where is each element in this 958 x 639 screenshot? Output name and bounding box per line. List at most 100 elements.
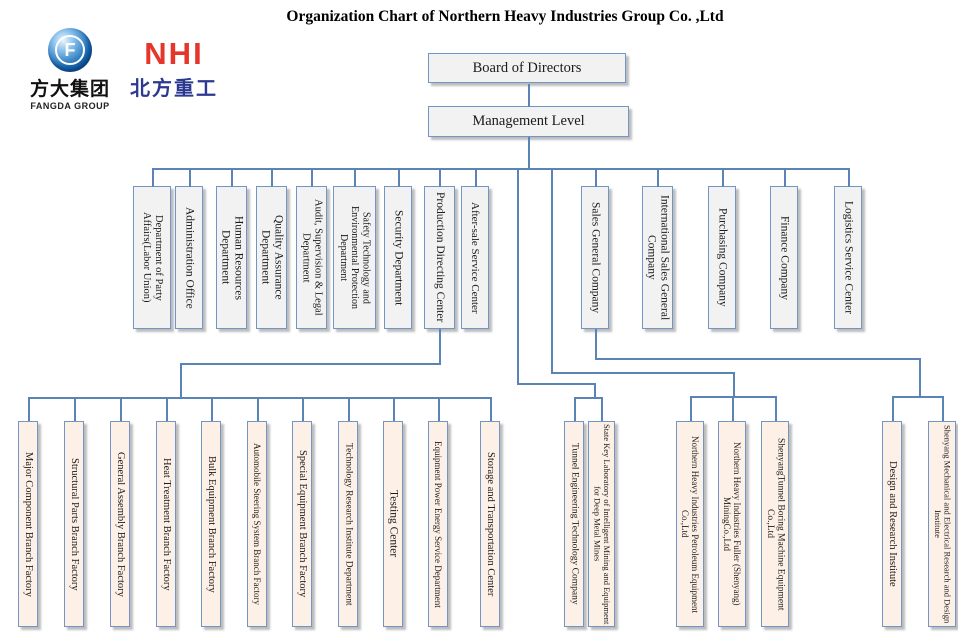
dept-label: International Sales General Company xyxy=(645,194,671,321)
connector-line xyxy=(892,396,894,421)
subunit-box-technology-research: Technology Research Institute Department xyxy=(338,421,358,627)
connector-line xyxy=(180,363,441,365)
connector-line xyxy=(152,168,849,170)
subunit-label: ShenyangTunnel Boring Machine Equipment … xyxy=(765,437,786,611)
connector-line xyxy=(28,397,491,399)
subunit-label: Northern Heavy Industries Petroleum Equi… xyxy=(680,435,701,613)
subunit-box-testing-center: Testing Center xyxy=(383,421,403,627)
connector-line xyxy=(775,396,777,421)
dept-label: Production Directing Center xyxy=(433,192,446,323)
subunit-label: Storage and Transportation Center xyxy=(484,451,496,597)
nhi-abbr-text: NHI xyxy=(144,36,204,71)
dept-box-production-directing: Production Directing Center xyxy=(424,186,455,329)
connector-line xyxy=(311,168,313,187)
dept-label: Department of Party Affairs(Labor Union) xyxy=(141,212,164,303)
subunit-label: State Key Laboratory of Intelligent Mini… xyxy=(592,423,613,625)
fangda-cn-text: 方大集团 xyxy=(29,78,110,100)
subunit-label: Structural Parts Branch Factory xyxy=(68,457,80,591)
subunit-box-heat-treatment: Heat Treatment Branch Factory xyxy=(156,421,176,627)
connector-line xyxy=(475,168,477,187)
connector-line xyxy=(231,168,233,187)
subunit-label: General Assembly Branch Factory xyxy=(114,451,126,597)
subunit-box-state-key-laboratory: State Key Laboratory of Intelligent Mini… xyxy=(588,421,615,627)
subunit-label: Special Equipment Branch Factory xyxy=(296,450,308,598)
connector-line xyxy=(690,396,692,421)
nhi-cn-text: 北方重工 xyxy=(130,76,218,100)
connector-line xyxy=(574,397,576,421)
dept-label: Safety Technology and Environmental Prot… xyxy=(337,205,372,310)
dept-box-sales-general: Sales General Company xyxy=(581,186,609,329)
connector-line xyxy=(398,168,400,187)
dept-box-finance: Finance Company xyxy=(770,186,798,329)
connector-line xyxy=(733,372,735,397)
connector-line xyxy=(892,396,943,398)
subunit-box-general-assembly: General Assembly Branch Factory xyxy=(110,421,130,627)
dept-label: After-sale Service Center xyxy=(469,201,482,314)
subunit-box-structural-parts: Structural Parts Branch Factory xyxy=(64,421,84,627)
dept-label: Administration Office xyxy=(183,206,196,309)
board-of-directors-label: Board of Directors xyxy=(472,59,582,76)
dept-box-audit-supervision-legal: Audit, Supervision & Legal Department xyxy=(296,186,327,329)
connector-line xyxy=(942,396,944,421)
dept-label: Sales General Company xyxy=(589,201,602,314)
subunit-label: Heat Treatment Branch Factory xyxy=(160,457,172,591)
subunit-box-automobile-steering: Automobile Steering System Branch Factor… xyxy=(247,421,267,627)
dept-box-human-resources: Human Resources Department xyxy=(216,186,247,329)
connector-line xyxy=(152,168,154,187)
subunit-label: Northern Heavy Industries Fuller (Shenya… xyxy=(722,442,743,606)
management-level-box: Management Level xyxy=(428,106,629,137)
connector-line xyxy=(784,168,786,187)
subunit-box-special-equipment: Special Equipment Branch Factory xyxy=(292,421,312,627)
fangda-ring-icon: F xyxy=(55,35,85,65)
subunit-label: Equipment Power Energy Service Departmen… xyxy=(433,440,444,608)
dept-box-logistics-service: Logistics Service Center xyxy=(834,186,862,329)
dept-box-after-sale-service: After-sale Service Center xyxy=(461,186,489,329)
dept-box-security: Security Department xyxy=(384,186,412,329)
dept-label: Finance Company xyxy=(778,215,791,300)
connector-line xyxy=(74,397,76,421)
connector-line xyxy=(257,397,259,421)
dept-box-administration-office: Administration Office xyxy=(175,186,203,329)
connector-line xyxy=(393,397,395,421)
subunit-label: Design and Research Institute xyxy=(886,461,898,587)
connector-line xyxy=(438,397,440,421)
subunit-label: Testing Center xyxy=(387,490,400,558)
dept-label: Logistics Service Center xyxy=(842,200,855,315)
subunit-box-fuller-mining: Northern Heavy Industries Fuller (Shenya… xyxy=(718,421,746,627)
subunit-box-petroleum-equipment: Northern Heavy Industries Petroleum Equi… xyxy=(676,421,704,627)
subunit-box-major-component: Major Component Branch Factory xyxy=(18,421,38,627)
dept-box-international-sales: International Sales General Company xyxy=(642,186,673,329)
subunit-label: Tunnel Engineering Technology Company xyxy=(569,443,580,605)
connector-line xyxy=(439,168,441,187)
dept-label: Quality Assurance Department xyxy=(259,215,285,300)
subunit-label: Technology Research Institute Department xyxy=(343,442,354,606)
connector-line xyxy=(517,168,519,384)
connector-line xyxy=(919,358,921,397)
fangda-en-text: FANGDA GROUP xyxy=(30,101,110,111)
connector-line xyxy=(657,168,659,187)
connector-line xyxy=(528,137,530,169)
dept-label: Audit, Supervision & Legal Department xyxy=(300,199,324,316)
dept-label: Human Resources Department xyxy=(219,215,245,300)
dept-box-party-affairs: Department of Party Affairs(Labor Union) xyxy=(133,186,171,329)
connector-line xyxy=(848,168,850,187)
connector-line xyxy=(354,168,356,187)
subunit-box-mechanical-electrical-research: Shenyang Mechanical and Electrical Resea… xyxy=(928,421,956,627)
connector-line xyxy=(551,168,553,373)
connector-line xyxy=(722,168,724,187)
subunit-box-storage-transportation: Storage and Transportation Center xyxy=(480,421,500,627)
dept-box-purchasing: Purchasing Company xyxy=(708,186,736,329)
subunit-label: Shenyang Mechanical and Electrical Resea… xyxy=(933,424,953,624)
connector-line xyxy=(302,397,304,421)
connector-line xyxy=(595,358,920,360)
connector-line xyxy=(594,383,596,398)
connector-line xyxy=(601,397,603,421)
subunit-label: Automobile Steering System Branch Factor… xyxy=(252,443,263,605)
connector-line xyxy=(28,397,30,421)
connector-line xyxy=(120,397,122,421)
connector-line xyxy=(490,397,492,421)
logo-group: F 方大集团 FANGDA GROUP NHI 北方重工 xyxy=(22,28,218,111)
subunit-box-equipment-power-energy: Equipment Power Energy Service Departmen… xyxy=(428,421,448,627)
dept-label: Security Department xyxy=(392,209,405,306)
